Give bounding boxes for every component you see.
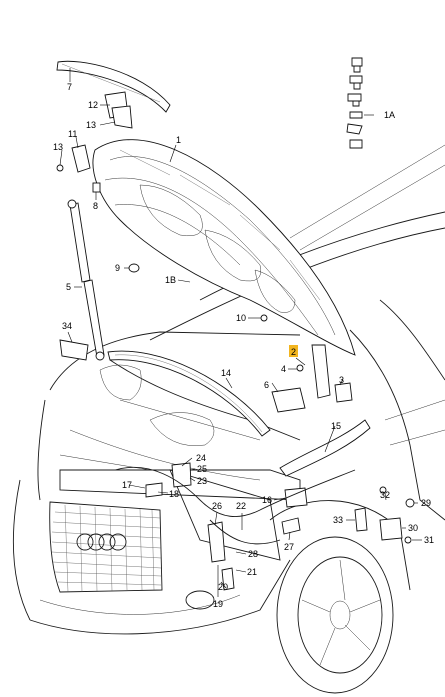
nut [260,314,268,322]
callout-1: 1 [176,135,181,145]
lock-carrier-seal [279,419,371,477]
hinge-bracket [56,144,91,173]
callout-7: 7 [67,82,72,92]
release-lever [207,521,235,591]
callout-2: 2 [291,347,296,357]
brand-rings-logo [76,533,127,551]
callout-14: 14 [221,368,231,378]
callout-33: 33 [333,515,343,525]
callout-30: 30 [408,523,418,533]
hood-lock [284,487,308,508]
callout-23: 23 [197,476,207,486]
callout-6: 6 [264,380,269,390]
clip-31 [404,536,412,544]
highlight-box [289,345,298,357]
safety-catch [271,344,353,413]
clip-29 [405,498,415,508]
callout-31: 31 [424,535,434,545]
callout-20: 20 [218,582,228,592]
callout-15: 15 [331,421,341,431]
callout-13-top: 13 [86,120,96,130]
lock-switch [354,507,368,532]
leader-lines [59,68,422,597]
callout-25: 25 [197,464,207,474]
callout-34: 34 [62,321,72,331]
grommet [128,263,140,273]
callout-11: 11 [68,129,77,139]
hood-hinge [104,91,133,129]
callout-19: 19 [213,599,223,609]
callout-27: 27 [284,542,294,552]
fastener-set [346,57,363,149]
callout-1b: 1B [165,275,176,285]
callout-32: 32 [380,490,390,500]
callout-12: 12 [88,100,98,110]
callout-1a: 1A [384,110,395,120]
callout-5: 5 [66,282,71,292]
car-body [13,144,445,694]
holder-18 [145,482,163,498]
callout-29: 29 [421,498,431,508]
callout-16: 16 [262,495,272,505]
hood-panel [92,139,356,356]
callout-22: 22 [236,501,246,511]
strut-bracket [59,339,89,361]
bump-stop [92,182,101,193]
hood-seal-strip [56,60,171,113]
cowl-seal [107,350,271,437]
callout-26: 26 [212,501,222,511]
callout-8: 8 [93,201,98,211]
bracket-27 [281,517,301,535]
callout-13-left: 13 [53,142,63,152]
callout-18: 18 [169,489,179,499]
cable-clip [171,462,192,488]
callout-3: 3 [339,375,344,385]
callout-10: 10 [236,313,246,323]
clip-32 [379,486,387,494]
callout-9: 9 [115,263,120,273]
callout-4: 4 [281,364,286,374]
gas-strut [67,199,105,361]
callout-28: 28 [248,549,258,559]
callout-17: 17 [122,480,132,490]
front-wheel [269,500,411,694]
lock-lower [379,517,403,541]
callout-21: 21 [247,567,257,577]
callout-labels: 1 1A 1B 2 3 4 5 6 7 8 9 10 11 12 13 13 1… [53,82,434,609]
callout-24: 24 [196,453,206,463]
